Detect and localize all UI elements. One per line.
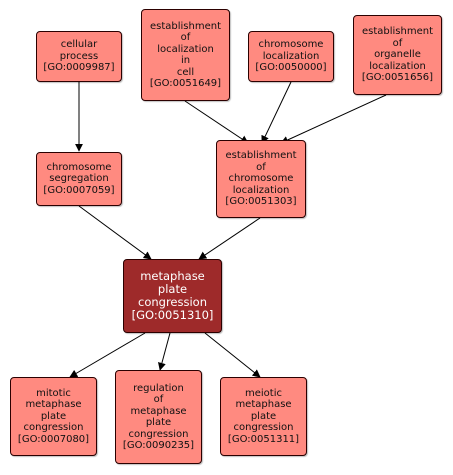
node-label-line: cell: [176, 66, 195, 78]
node-label-line: establishment: [361, 26, 433, 38]
node-label-line: plate: [40, 410, 67, 422]
edge-establishment-chromosome-localization-to-metaphase-plate-congression: [198, 217, 261, 260]
node-label-line: metaphase: [235, 399, 292, 411]
node-label-line: in: [180, 55, 191, 66]
node-label-line: regulation: [133, 382, 184, 394]
node-label-line: localization: [232, 184, 290, 196]
node-label-line: meiotic: [245, 387, 282, 399]
node-meiotic-metaphase-plate-congression[interactable]: meiotic metaphase plate congression [GO:…: [220, 377, 307, 456]
node-label-line: mitotic: [36, 387, 71, 399]
node-go-id: [GO:0051656]: [361, 72, 434, 84]
node-label-line: congression: [128, 428, 189, 440]
node-label-line: chromosome: [228, 173, 294, 185]
node-metaphase-plate-congression[interactable]: metaphase plate congression [GO:0051310]: [123, 259, 222, 333]
node-go-id: [GO:0051310]: [131, 308, 214, 322]
node-label-line: plate: [157, 282, 188, 296]
node-label-line: metaphase: [25, 399, 82, 411]
edge-chromosome-localization-to-establishment-chromosome-localization: [261, 81, 292, 144]
node-chromosome-localization[interactable]: chromosome localization [GO:0050000]: [248, 31, 334, 82]
node-go-id: [GO:0051303]: [225, 196, 297, 208]
node-label-line: of: [153, 394, 164, 405]
node-label-line: localization: [262, 50, 320, 62]
node-label-line: localization: [157, 43, 214, 55]
edge-chromosome-segregation-to-metaphase-plate-congression: [78, 205, 152, 260]
node-go-id: [GO:0051649]: [149, 78, 222, 89]
node-establishment-of-localization-in-cell[interactable]: establishment of localization in cell [G…: [141, 9, 230, 101]
node-label-line: plate: [250, 410, 277, 422]
node-label-line: chromosome: [46, 161, 112, 173]
node-regulation-of-metaphase-plate-congression[interactable]: regulation of metaphase plate congressio…: [115, 370, 202, 464]
edge-metaphase-plate-congression-to-mitotic: [69, 332, 146, 378]
node-go-id: [GO:0009987]: [43, 62, 115, 74]
edge-metaphase-plate-congression-to-regulation: [158, 332, 171, 371]
node-label-line: metaphase: [130, 405, 187, 417]
node-go-id: [GO:0051311]: [227, 433, 300, 445]
node-label-line: of: [392, 37, 403, 49]
node-label-line: chromosome: [258, 39, 324, 51]
node-go-id: [GO:0007059]: [43, 184, 115, 196]
node-label-line: plate: [145, 417, 172, 428]
node-label-line: congression: [233, 422, 294, 434]
node-go-id: [GO:0050000]: [255, 62, 327, 74]
node-go-id: [GO:0090235]: [122, 440, 195, 451]
node-label-line: segregation: [49, 173, 109, 185]
edge-establishment-organelle-localization-to-establishment-chromosome-localization: [280, 94, 387, 144]
node-label-line: process: [59, 50, 99, 62]
edge-establishment-localization-in-cell-to-establishment-chromosome-localization: [184, 100, 249, 144]
node-chromosome-segregation[interactable]: chromosome segregation [GO:0007059]: [36, 152, 122, 206]
node-label-line: of: [180, 32, 191, 43]
node-mitotic-metaphase-plate-congression[interactable]: mitotic metaphase plate congression [GO:…: [10, 377, 97, 456]
node-label-line: establishment: [225, 150, 297, 162]
node-cellular-process[interactable]: cellular process [GO:0009987]: [36, 31, 122, 82]
node-label-line: cellular: [60, 39, 98, 51]
node-go-id: [GO:0007080]: [17, 433, 90, 445]
node-label-line: localization: [369, 60, 426, 72]
node-label-line: congression: [23, 422, 84, 434]
node-establishment-of-organelle-localization[interactable]: establishment of organelle localization …: [353, 15, 442, 95]
node-label-line: congression: [138, 295, 207, 309]
node-label-line: establishment: [149, 20, 221, 32]
node-establishment-of-chromosome-localization[interactable]: establishment of chromosome localization…: [216, 140, 306, 218]
node-label-line: metaphase: [140, 269, 205, 283]
node-label-line: of: [256, 161, 266, 173]
edge-metaphase-plate-congression-to-meiotic: [204, 332, 261, 378]
node-label-line: organelle: [374, 49, 421, 61]
